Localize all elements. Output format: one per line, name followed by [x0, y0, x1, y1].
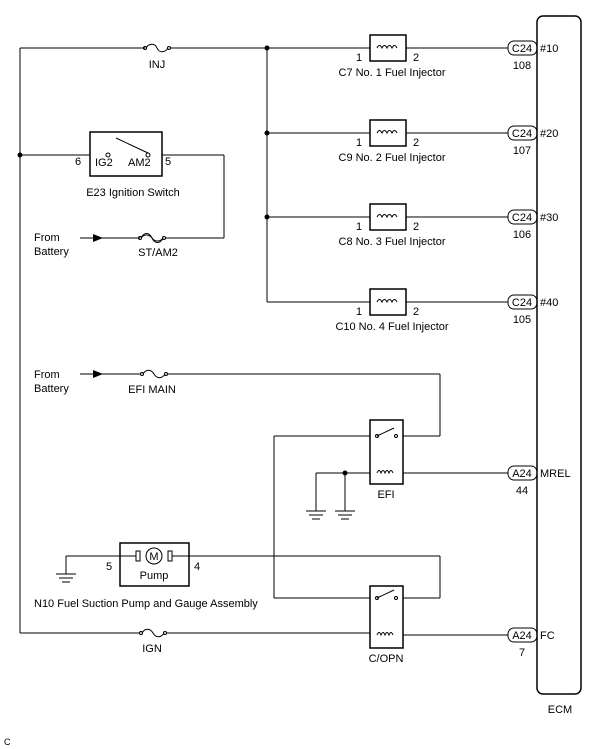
ecm-box: [536, 15, 582, 695]
pin-number: 105: [513, 314, 531, 326]
injector-pin-in: 1: [356, 137, 362, 149]
injector-pin-in: 1: [356, 221, 362, 233]
battery-source-label: From: [34, 232, 60, 244]
motor-symbol: M: [149, 551, 158, 563]
arrow-icon: [93, 234, 103, 242]
ign-fuse-label: IGN: [142, 643, 162, 655]
connector-id: A24: [512, 468, 532, 480]
fuel-injector-1: 1 2 C7 No. 1 Fuel Injector: [339, 34, 508, 79]
pin-signal: #20: [540, 128, 558, 140]
injector-label: C9 No. 2 Fuel Injector: [339, 152, 446, 164]
copn-relay: C/OPN: [369, 585, 404, 665]
ground-icon: [56, 573, 76, 583]
battery-source-label: From: [34, 369, 60, 381]
ecm-pin-40: C24 105 #40: [507, 294, 558, 326]
injector-pin-out: 2: [413, 221, 419, 233]
fuel-injector-3: 1 2 C8 No. 3 Fuel Injector: [339, 203, 508, 248]
efi-main-fuse-label: EFI MAIN: [128, 384, 176, 396]
injector-pin-out: 2: [413, 137, 419, 149]
pump-pin-right: 4: [194, 561, 200, 573]
pin-number: 108: [513, 60, 531, 72]
pin-signal: #10: [540, 43, 558, 55]
st-am2-fuse: [138, 233, 166, 243]
arrow-icon: [93, 370, 103, 378]
switch-terminal-am2: AM2: [128, 157, 151, 169]
efi-main-fuse: [140, 369, 168, 379]
corner-mark: C: [4, 737, 11, 747]
battery-source-label: Battery: [34, 246, 69, 258]
pin-signal: #40: [540, 297, 558, 309]
pump-label: Pump: [140, 570, 169, 582]
efi-relay: EFI: [369, 419, 404, 501]
ecm-pin-20: C24 107 #20: [507, 125, 558, 157]
ignition-switch: IG2 AM2 6 5 E23 Ignition Switch: [75, 131, 180, 199]
ecm-pin-mrel: A24 44 MREL: [507, 465, 571, 497]
connector-id: C24: [512, 128, 532, 140]
switch-terminal-ig2: IG2: [95, 157, 113, 169]
ground-icon: [306, 510, 326, 520]
pump-assembly-label: N10 Fuel Suction Pump and Gauge Assembly: [34, 598, 258, 610]
st-am2-fuse-label: ST/AM2: [138, 247, 178, 259]
switch-pin-left: 6: [75, 156, 81, 168]
injector-label: C7 No. 1 Fuel Injector: [339, 67, 446, 79]
ecm-pin-fc: A24 7 FC: [507, 627, 555, 659]
pin-number: 107: [513, 145, 531, 157]
ecm-label: ECM: [548, 704, 572, 716]
injector-pin-out: 2: [413, 306, 419, 318]
pin-number: 106: [513, 229, 531, 241]
ground-icon: [335, 510, 355, 520]
junction-dot: [264, 45, 270, 51]
ignition-switch-label: E23 Ignition Switch: [86, 187, 180, 199]
connector-id: A24: [512, 630, 532, 642]
connector-id: C24: [512, 43, 532, 55]
pin-signal: #30: [540, 212, 558, 224]
injector-pin-out: 2: [413, 52, 419, 64]
pin-number: 7: [519, 647, 525, 659]
injector-label: C8 No. 3 Fuel Injector: [339, 236, 446, 248]
injector-pin-in: 1: [356, 52, 362, 64]
inj-fuse-label: INJ: [149, 59, 166, 71]
pin-signal: MREL: [540, 468, 571, 480]
fuel-pump: M Pump 5 4: [106, 542, 200, 587]
copn-relay-label: C/OPN: [369, 653, 404, 665]
ign-fuse: [139, 628, 167, 638]
motor-icon: [145, 547, 163, 565]
connector-id: C24: [512, 212, 532, 224]
pin-number: 44: [516, 485, 528, 497]
battery-source-label: Battery: [34, 383, 69, 395]
efi-relay-label: EFI: [377, 489, 394, 501]
pump-pin-left: 5: [106, 561, 112, 573]
switch-pin-right: 5: [165, 156, 171, 168]
injector-pin-in: 1: [356, 306, 362, 318]
ecm-pin-10: C24 108 #10: [507, 40, 558, 72]
inj-fuse: [143, 43, 171, 53]
ecm-pin-30: C24 106 #30: [507, 209, 558, 241]
injector-label: C10 No. 4 Fuel Injector: [335, 321, 448, 333]
connector-id: C24: [512, 297, 532, 309]
fuel-injector-4: 1 2 C10 No. 4 Fuel Injector: [335, 288, 508, 333]
fuel-injector-2: 1 2 C9 No. 2 Fuel Injector: [339, 119, 508, 164]
pin-signal: FC: [540, 630, 555, 642]
